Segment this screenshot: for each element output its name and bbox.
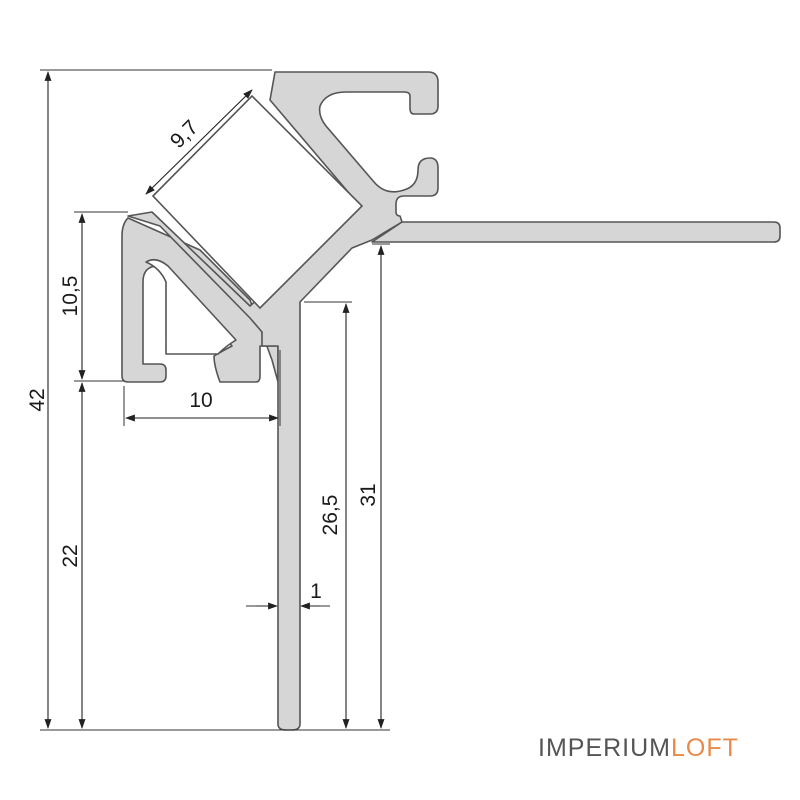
- label-right-height: 31: [357, 483, 380, 506]
- main-body: [127, 71, 439, 731]
- dim-line-9-7: [145, 89, 253, 195]
- label-total-height: 42: [26, 388, 49, 411]
- label-web-height: 26,5: [319, 495, 342, 536]
- label-diffuser-width: 9,7: [166, 116, 203, 153]
- dimension-lines: [44, 71, 385, 729]
- label-left-flange-width: 10: [189, 389, 212, 412]
- aluminium-profile: [121, 71, 781, 731]
- extension-lines: [40, 69, 390, 731]
- logo-text-main: IMPERIUM: [538, 734, 671, 762]
- imperiumloft-logo: IMPERIUMLOFT: [538, 734, 739, 763]
- right-flange: [371, 221, 781, 243]
- label-left-flange-height: 10,5: [59, 276, 82, 317]
- profile-cavity: [145, 258, 237, 355]
- label-wall-thickness: 1: [310, 580, 322, 603]
- label-lower-height: 22: [59, 544, 82, 567]
- logo-text-accent: LOFT: [671, 734, 739, 762]
